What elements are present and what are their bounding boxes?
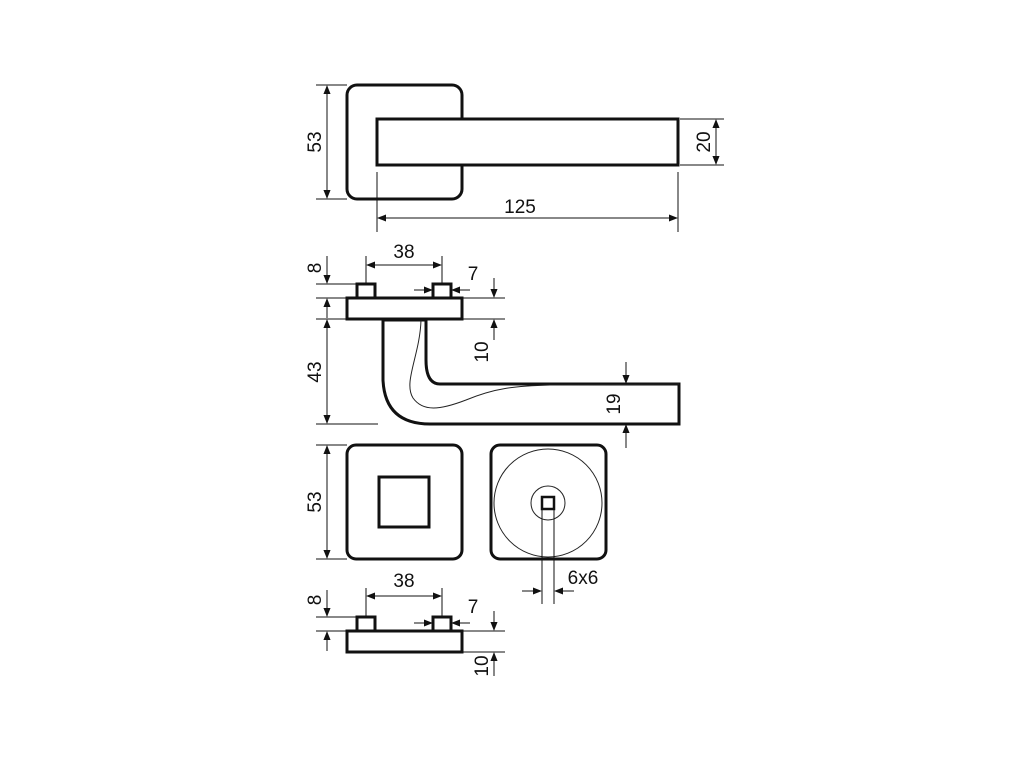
dim-bottom-pin-spacing: 38 <box>393 571 414 592</box>
dim-spindle-square: 6x6 <box>568 568 599 589</box>
dim-lever-end-height: 19 <box>604 393 625 414</box>
bottom-plate <box>345 629 464 654</box>
bottom-pin-right <box>431 615 453 633</box>
pin-right <box>431 282 453 300</box>
dim-front-rose-height: 53 <box>305 491 326 512</box>
rose-opening <box>377 475 431 529</box>
rose-circle <box>493 448 603 558</box>
dim-pin-spacing: 38 <box>393 242 414 263</box>
front-views: 53 6x6 <box>305 443 608 604</box>
lever-contour-line <box>409 319 680 409</box>
lever-profile <box>381 318 681 426</box>
spindle-square <box>540 495 556 511</box>
dim-pin-width: 7 <box>468 264 479 285</box>
pin-left <box>355 282 377 300</box>
dim-pin-height: 8 <box>305 263 326 274</box>
dim-plate-thickness: 10 <box>472 341 493 362</box>
dim-lever-height: 43 <box>305 361 326 382</box>
side-view: 8 38 7 10 43 19 <box>305 242 681 448</box>
dim-lever-width: 20 <box>694 131 715 152</box>
top-lever <box>375 117 680 167</box>
dim-bottom-pin-width: 7 <box>468 597 479 618</box>
top-view: 53 125 20 <box>305 83 724 232</box>
dim-bottom-pin-height: 8 <box>305 595 326 606</box>
spindle-circle <box>530 485 566 521</box>
dim-lever-length: 125 <box>504 197 536 218</box>
bottom-side-view: 8 38 7 10 <box>305 571 505 677</box>
dim-top-rose-height: 53 <box>305 131 326 152</box>
bottom-pin-left <box>355 615 377 633</box>
side-plate <box>345 296 464 321</box>
dim-bottom-plate-thickness: 10 <box>472 655 493 676</box>
